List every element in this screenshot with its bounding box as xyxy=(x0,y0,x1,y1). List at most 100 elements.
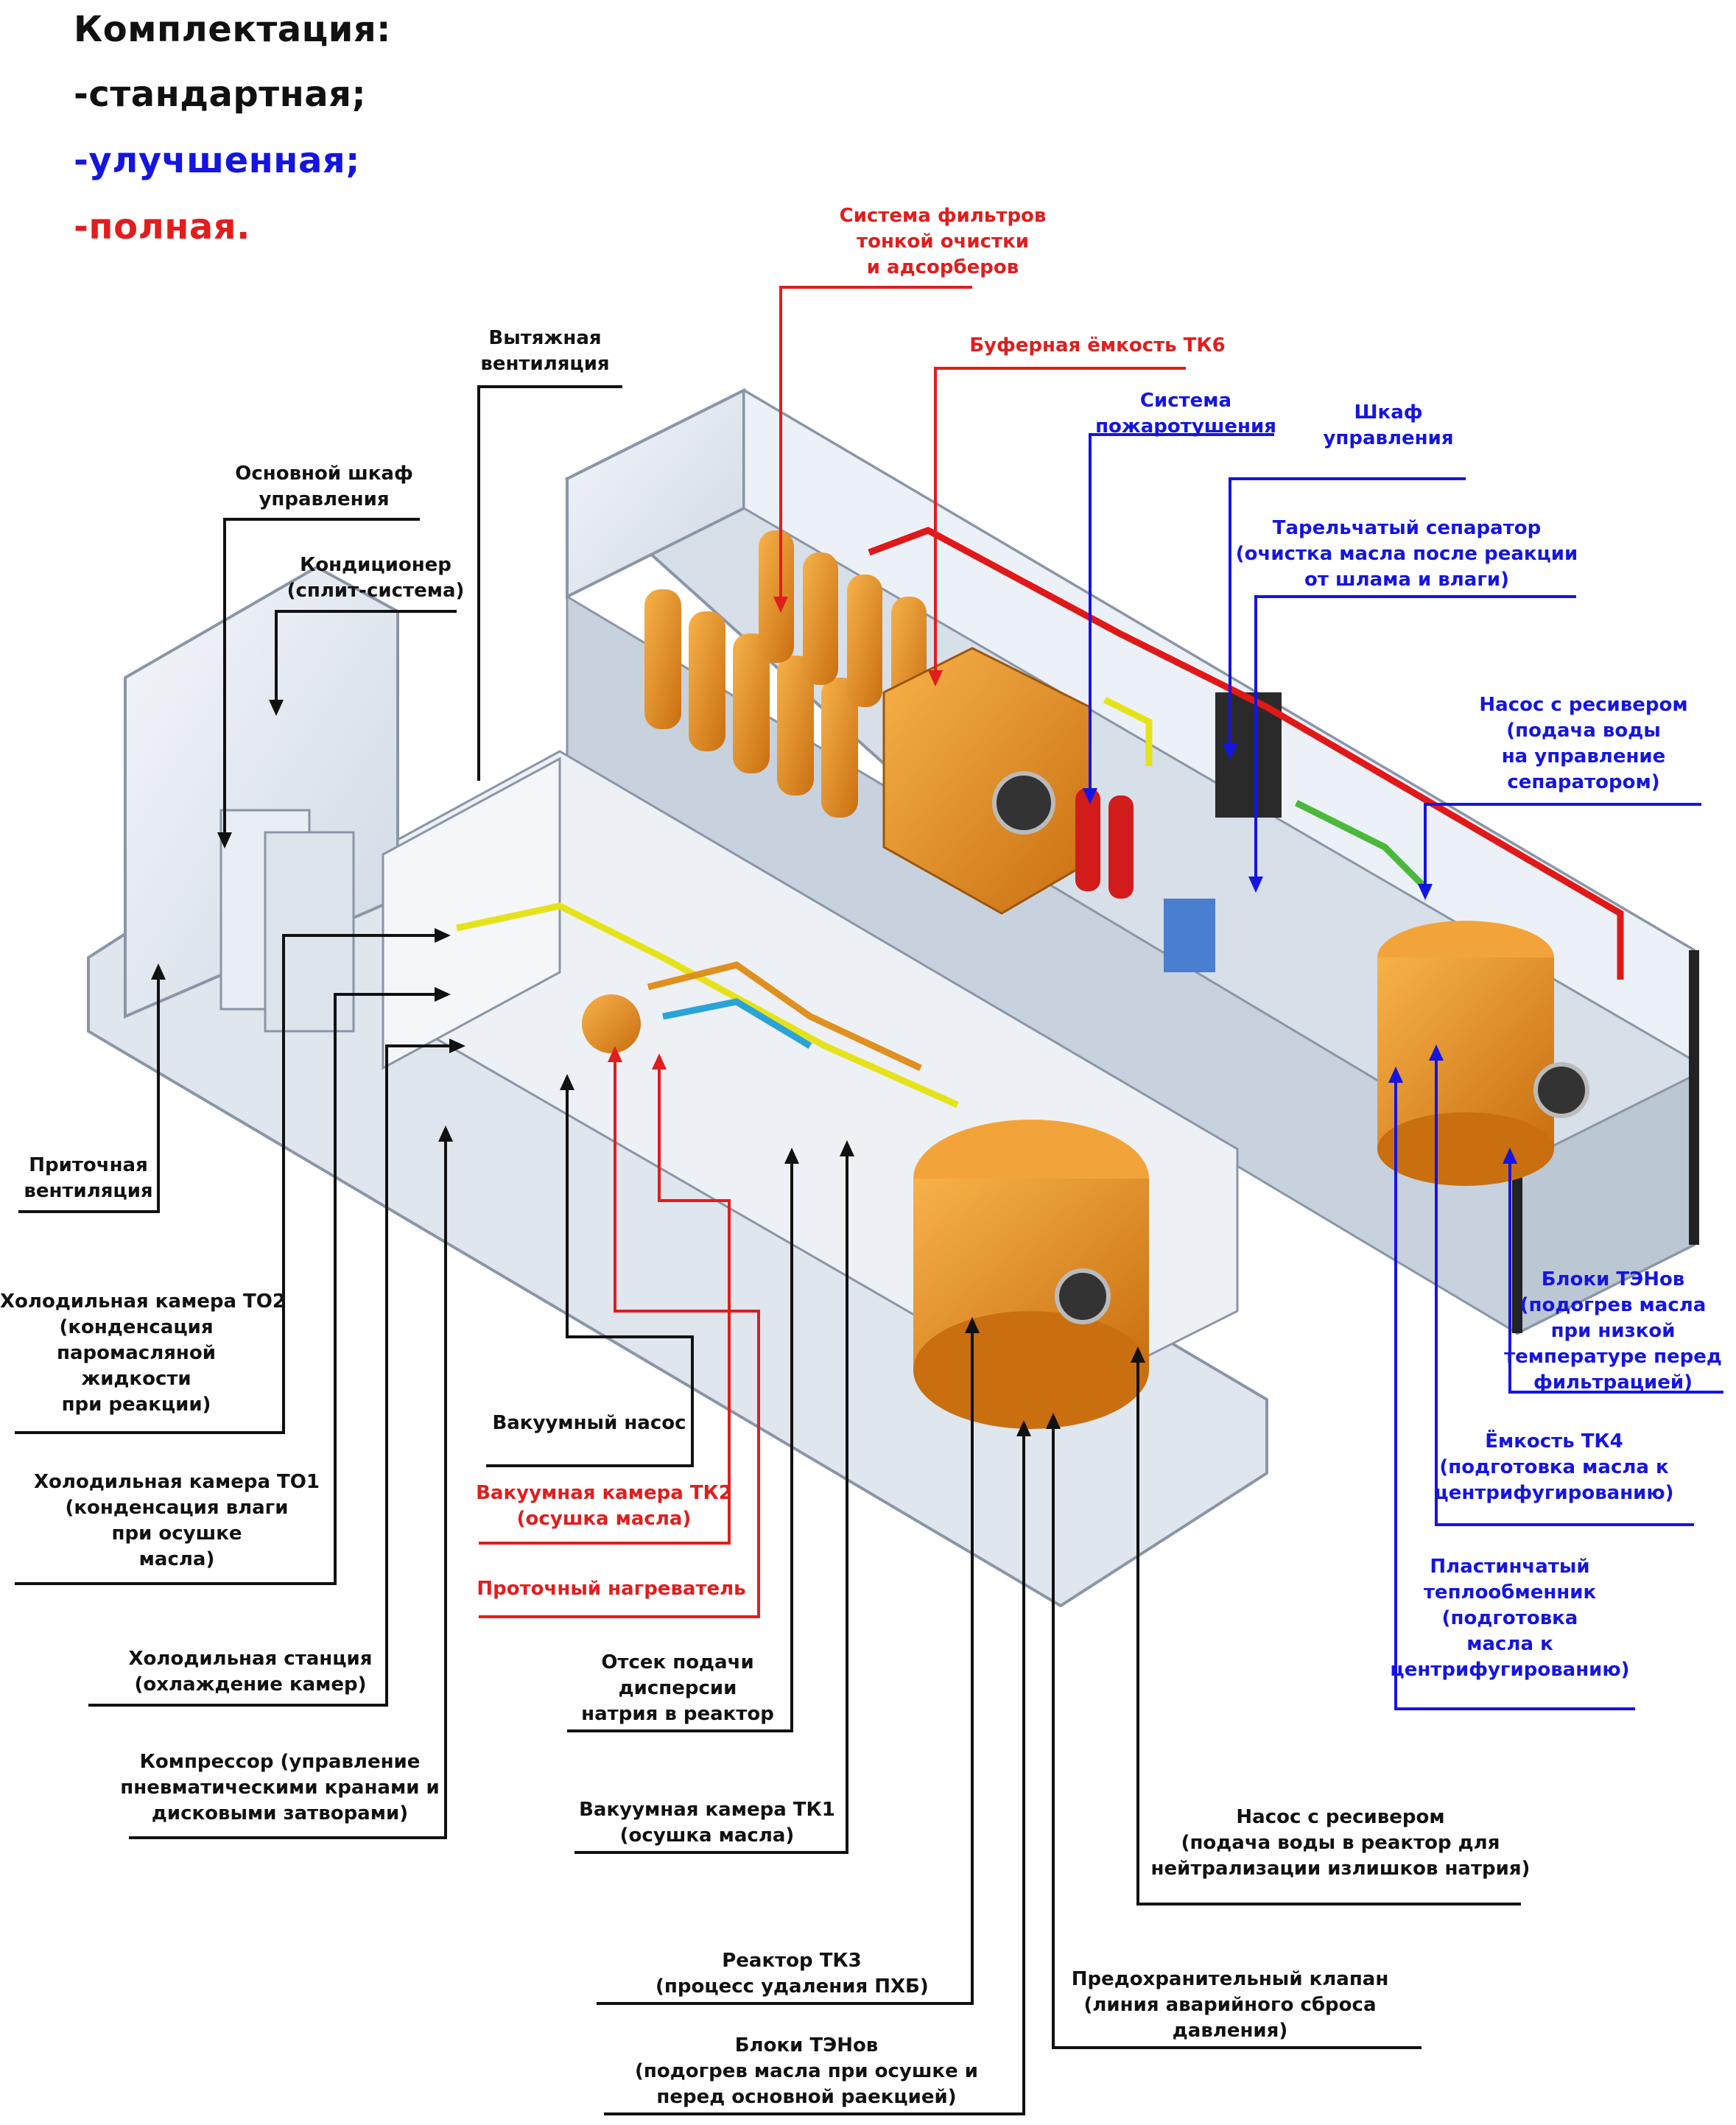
fire-cylinders xyxy=(1075,788,1134,899)
vacuum-chamber-tk2 xyxy=(582,994,641,1053)
filters-line: тонкой очистки xyxy=(857,231,1029,253)
cold-to1-line: (конденсация влаги xyxy=(65,1497,289,1519)
plate-exchanger-line: Пластинчатый xyxy=(1430,1556,1590,1578)
heaters-filter-line: Блоки ТЭНов xyxy=(1541,1268,1685,1290)
tank-tk4-line: центрифугированию) xyxy=(1434,1482,1674,1504)
cold-to1-line: при осушке xyxy=(111,1522,242,1545)
label-main-cabinet: Основной шкаф управления xyxy=(221,461,427,513)
safety-valve-line: (линия аварийного сброса xyxy=(1083,1994,1377,2016)
label-sodium-bay: Отсек подачи дисперсии натрия в реактор xyxy=(567,1650,788,1727)
main-cabinet-line: управления xyxy=(259,488,390,510)
cold-station-line: (охлаждение камер) xyxy=(134,1673,367,1696)
heaters-filter-line: фильтрацией) xyxy=(1533,1371,1693,1394)
cold-station-line: Холодильная станция xyxy=(128,1648,373,1670)
legend-standard: -стандартная; xyxy=(74,74,367,115)
disc-separator-line: Тарельчатый сепаратор xyxy=(1272,517,1542,539)
safety-valve-line: давления) xyxy=(1172,2020,1288,2042)
label-vacuum-tk1: Вакуумная камера ТК1 (осушка масла) xyxy=(574,1797,840,1849)
cold-to1-line: Холодильная камера ТО1 xyxy=(34,1471,320,1493)
label-cold-to1: Холодильная камера ТО1 (конденсация влаги… xyxy=(29,1469,324,1573)
label-supply-vent: Приточная вентиляция xyxy=(15,1153,162,1204)
pump-receiver-reactor-line: нейтрализации излишков натрия) xyxy=(1150,1858,1531,1880)
label-vacuum-pump: Вакуумный насос xyxy=(486,1411,692,1436)
label-exhaust: Вытяжная вентиляция xyxy=(442,326,648,377)
compressor-line: дисковыми затворами) xyxy=(151,1802,409,1824)
pipe-network xyxy=(456,527,1624,1109)
sodium-bay-line: натрия в реактор xyxy=(581,1703,774,1725)
reactor-line: (процесс удаления ПХБ) xyxy=(656,1975,929,1998)
vacuum-tk1-line: (осушка масла) xyxy=(619,1824,795,1847)
pump-receiver-sep-line: сепаратором) xyxy=(1507,771,1660,793)
reactor-tk3 xyxy=(913,1120,1149,1429)
tank-tk4-line: Ёмкость ТК4 xyxy=(1485,1430,1623,1453)
label-flow-heater: Проточный нагреватель xyxy=(464,1576,759,1602)
sodium-bay-line: Отсек подачи xyxy=(601,1651,754,1673)
vacuum-pump-line: Вакуумный насос xyxy=(492,1412,686,1434)
tank-tk4-line: (подготовка масла к xyxy=(1439,1456,1669,1478)
compressor-line: Компрессор (управление xyxy=(139,1751,421,1773)
label-heaters-filter: Блоки ТЭНов (подогрев масла при низкой темп… xyxy=(1495,1267,1731,1396)
buffer-tank-line: Буферная ёмкость ТК6 xyxy=(969,334,1226,356)
safety-valve-line: Предохранительный клапан xyxy=(1071,1968,1389,1990)
plate-exchanger-line: центрифугированию) xyxy=(1390,1659,1630,1681)
heaters-main-line: перед основной раекцией) xyxy=(656,2086,957,2108)
heaters-main-line: (подогрев масла при осушке и xyxy=(635,2060,978,2082)
main-cabinet-line: Основной шкаф xyxy=(235,463,413,485)
sodium-bay-line: дисперсии xyxy=(618,1677,737,1699)
leader-arrowheads xyxy=(151,597,1517,1436)
pump-receiver-reactor-line: (подача воды в реактор для xyxy=(1181,1832,1500,1854)
label-cold-station: Холодильная станция (охлаждение камер) xyxy=(118,1646,383,1698)
pump-receiver-reactor-line: Насос с ресивером xyxy=(1236,1806,1445,1828)
flow-heater-line: Проточный нагреватель xyxy=(477,1578,746,1600)
cold-to2-line: Холодильная камера ТО2 xyxy=(0,1290,286,1313)
legend-full: -полная. xyxy=(74,206,250,247)
supply-vent-line: Приточная xyxy=(29,1154,148,1176)
legend-title: Комплектация: xyxy=(74,9,391,50)
cold-to1-line: масла) xyxy=(138,1548,215,1570)
control-cabinet-right-line: управления xyxy=(1323,427,1454,449)
reactor-line: Реактор ТК3 xyxy=(722,1950,862,1972)
plate-exchanger-line: теплообменник xyxy=(1423,1581,1597,1604)
label-conditioner: Кондиционер(сплит-система) xyxy=(273,552,479,604)
exhaust-line: Вытяжная xyxy=(488,327,602,349)
exhaust-line: вентиляция xyxy=(480,353,610,375)
label-tank-tk4: Ёмкость ТК4 (подготовка масла к центрифуги… xyxy=(1422,1429,1687,1506)
label-compressor: Компрессор (управление пневматическими кр… xyxy=(110,1749,449,1827)
label-disc-separator: Тарельчатый сепаратор(очистка масла посл… xyxy=(1223,516,1591,593)
label-pump-receiver-reactor: Насос с ресивером (подача воды в реактор … xyxy=(1149,1805,1532,1882)
control-cabinet-right-line: Шкаф xyxy=(1354,401,1423,424)
filters-line: Система фильтров xyxy=(839,205,1047,227)
compressor-line: пневматическими кранами и xyxy=(120,1777,440,1799)
leader-lines xyxy=(15,286,1723,2115)
disc-separator xyxy=(1164,899,1215,972)
vacuum-tk2-line: Вакуумная камера ТК2 xyxy=(476,1482,732,1504)
label-control-cabinet-right: Шкаф управления xyxy=(1278,400,1499,452)
pump-receiver-sep-line: Насос с ресивером xyxy=(1479,694,1688,716)
fire-system-line: Система xyxy=(1139,390,1232,412)
heaters-filter-line: температуре перед xyxy=(1504,1346,1722,1368)
plate-exchanger-line: (подготовка xyxy=(1441,1607,1578,1629)
conditioner-line: Кондиционер xyxy=(300,554,451,576)
heaters-filter-line: (подогрев масла xyxy=(1519,1294,1707,1316)
cold-to2-line: жидкости xyxy=(81,1368,191,1390)
filters-line: и адсорберов xyxy=(866,256,1019,278)
disc-separator-line: от шлама и влаги) xyxy=(1304,569,1510,591)
pump-receiver-sep-line: (подача воды xyxy=(1506,720,1661,742)
legend-improved: -улучшенная; xyxy=(74,140,360,181)
vacuum-tk1-line: Вакуумная камера ТК1 xyxy=(579,1799,835,1821)
label-filters: Система фильтров тонкой очистки и адсорбер… xyxy=(759,203,1127,281)
label-reactor: Реактор ТК3 (процесс удаления ПХБ) xyxy=(656,1948,929,2000)
vacuum-tk2-line: (осушка масла) xyxy=(516,1508,692,1530)
supply-vent-line: вентиляция xyxy=(24,1180,153,1202)
label-safety-valve: Предохранительный клапан (линия аварийног… xyxy=(1061,1967,1399,2044)
cold-to2-line: при реакции) xyxy=(61,1394,211,1416)
heaters-filter-line: при низкой xyxy=(1550,1320,1676,1342)
label-buffer-tank: Буферная ёмкость ТК6 xyxy=(913,333,1282,359)
